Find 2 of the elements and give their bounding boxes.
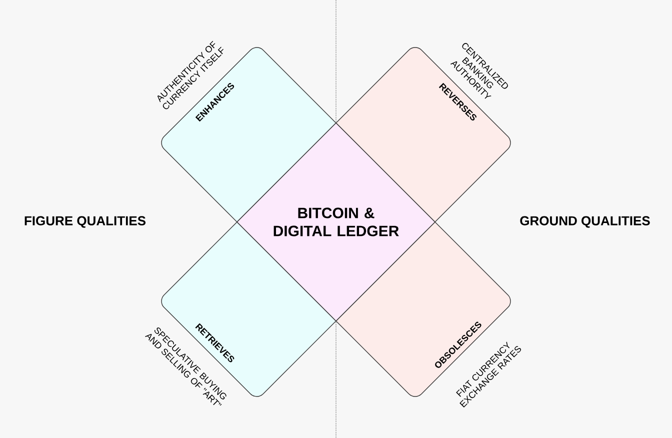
side-heading: FIGURE QUALITIES: [24, 216, 146, 228]
side-heading: GROUND QUALITIES: [520, 216, 650, 228]
